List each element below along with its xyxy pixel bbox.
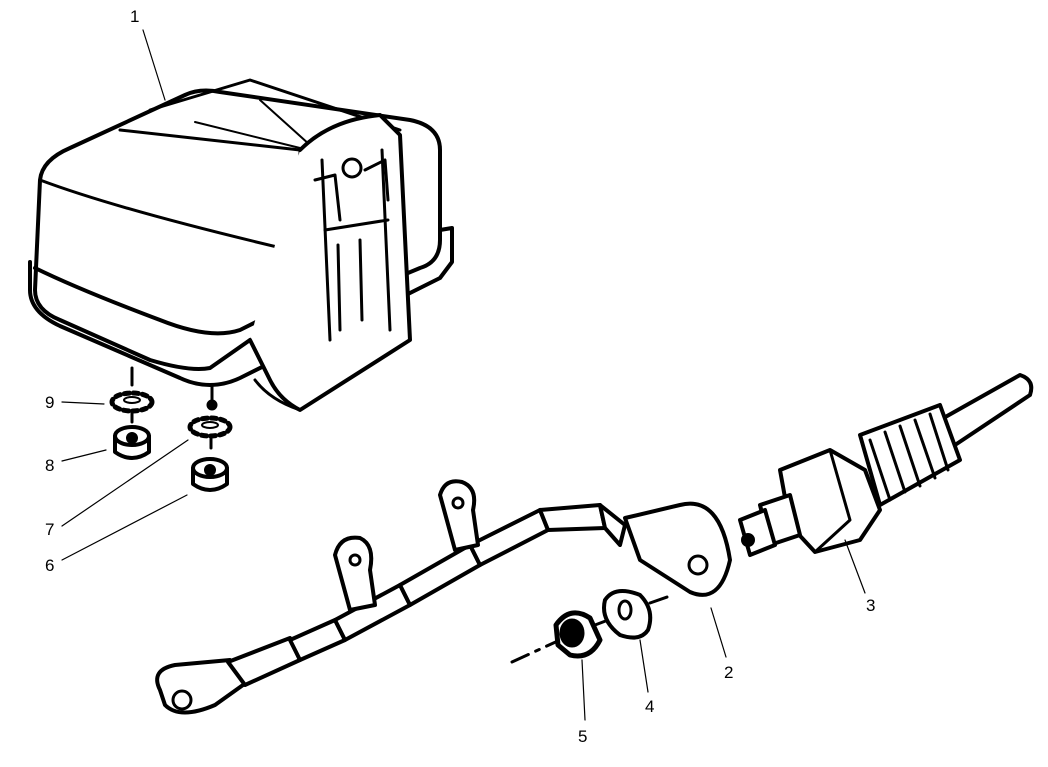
star-lock-washer-9 <box>109 390 155 424</box>
flat-washer-4 <box>602 589 653 640</box>
star-lock-washer-7 <box>187 415 233 450</box>
hex-nut-6 <box>191 457 229 492</box>
cable-assembly <box>155 479 732 715</box>
callout-3: 3 <box>866 596 876 615</box>
hex-nut-5 <box>553 610 603 659</box>
callout-4: 4 <box>645 697 655 716</box>
mounting-studs <box>130 366 218 411</box>
callout-8: 8 <box>45 456 55 475</box>
callout-2: 2 <box>724 663 734 682</box>
glow-plug <box>738 373 1034 557</box>
control-box <box>28 78 454 412</box>
leader-lines <box>61 29 866 721</box>
callout-7: 7 <box>45 520 55 539</box>
callout-9: 9 <box>45 393 55 412</box>
callout-6: 6 <box>45 556 55 575</box>
hex-nut-8 <box>113 425 151 460</box>
callout-1: 1 <box>130 7 140 26</box>
callout-5: 5 <box>578 727 588 746</box>
